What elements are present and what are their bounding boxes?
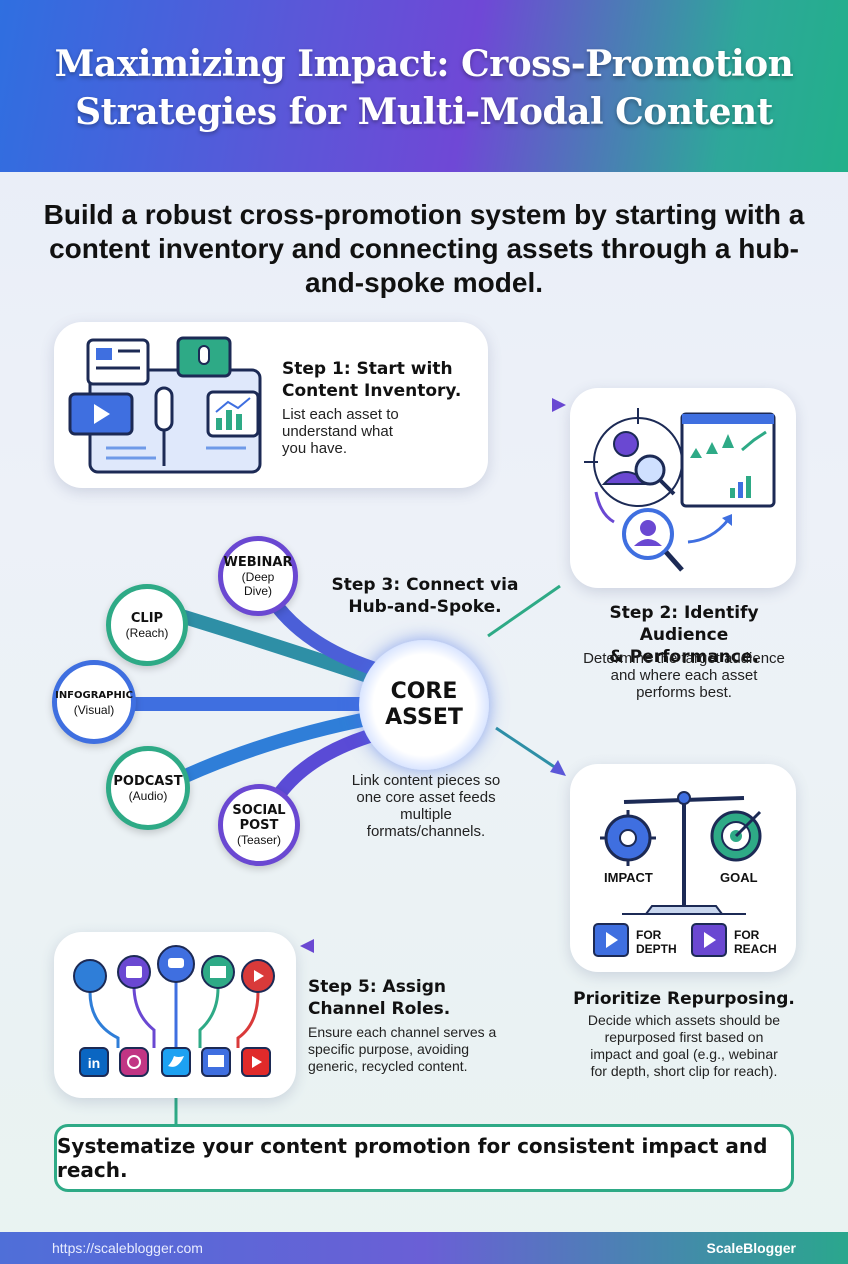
title-line-1: Maximizing Impact: Cross-Promotion <box>54 43 794 85</box>
arrow-step1-to-step2 <box>488 398 566 412</box>
step3-description: Link content pieces so one core asset fe… <box>351 772 501 840</box>
step3-title: Step 3: Connect via Hub-and-Spoke. <box>331 575 519 617</box>
spoke-clip: CLIP (Reach) <box>106 584 188 666</box>
footer-brand: ScaleBlogger <box>706 1240 796 1256</box>
intro-text: Build a robust cross-promotion system by… <box>43 199 805 298</box>
content-inventory-icon <box>68 336 262 474</box>
footer-url-link[interactable]: https://scaleblogger.com <box>52 1240 203 1256</box>
conclusion-box: Systematize your content promotion for c… <box>54 1124 794 1192</box>
step2-title: Step 2: Identify Audience & Performance. <box>609 603 759 667</box>
step4-title: Prioritize Repurposing. <box>573 989 795 1009</box>
spoke-social-post: SOCIAL POST (Teaser) <box>218 784 300 866</box>
step2-description: Determine the target audience and where … <box>583 650 785 701</box>
core-asset-hub: CORE ASSET <box>359 640 489 770</box>
arrow-step4-to-step5 <box>300 939 558 953</box>
step1-title: Step 1: Start with Content Inventory. <box>282 359 462 401</box>
channel-network-icon: in <box>73 945 275 1077</box>
impact-label: IMPACT <box>604 870 653 885</box>
title-line-2: Strategies for Multi-Modal Content <box>75 91 773 133</box>
step5-title: Step 5: Assign Channel Roles. <box>308 977 451 1019</box>
step4-description: Decide which assets should be repurposed… <box>587 1012 781 1079</box>
goal-label: GOAL <box>720 870 758 885</box>
footer-bar: https://scaleblogger.com ScaleBlogger <box>0 1232 848 1264</box>
svg-text:in: in <box>88 1055 100 1071</box>
for-depth-label: FOR DEPTH <box>636 928 677 956</box>
header-banner: Maximizing Impact: Cross-Promotion Strat… <box>0 0 848 172</box>
line-hub-to-step2 <box>487 584 561 638</box>
spoke-infographic: INFOGRAPHIC (Visual) <box>52 660 136 744</box>
spoke-webinar: WEBINAR (Deep Dive) <box>218 536 298 616</box>
audience-analytics-icon <box>584 408 776 572</box>
step5-description: Ensure each channel serves a specific pu… <box>308 1024 497 1074</box>
for-reach-label: FOR REACH <box>734 928 777 956</box>
spoke-podcast: PODCAST (Audio) <box>106 746 190 830</box>
priority-scale-icon <box>593 791 762 957</box>
conclusion-text: Systematize your content promotion for c… <box>57 1134 768 1182</box>
step1-description: List each asset to understand what you h… <box>282 406 399 457</box>
arrow-hub-to-step4 <box>495 726 566 776</box>
page-title: Maximizing Impact: Cross-Promotion Strat… <box>0 40 848 136</box>
